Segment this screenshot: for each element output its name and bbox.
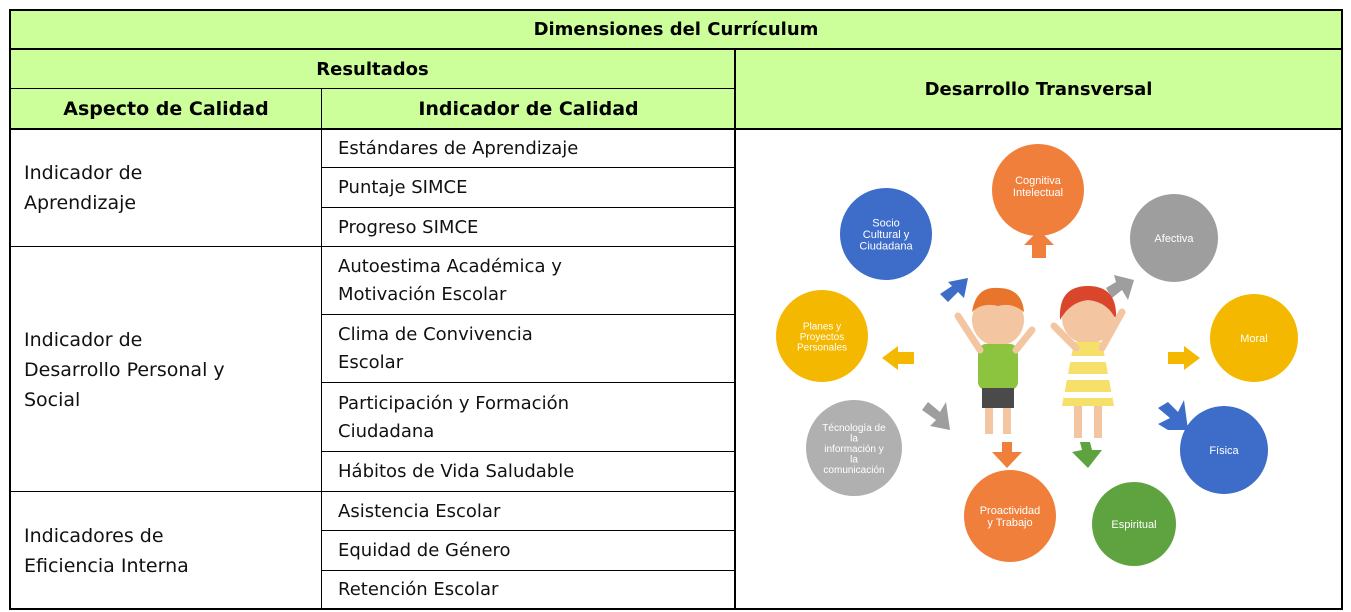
node-label: Afectiva [1154, 233, 1194, 245]
arrow-icon [1168, 346, 1200, 370]
arrow-icon [992, 442, 1022, 468]
table-divider [9, 88, 736, 89]
node-moral: Moral [1210, 294, 1298, 382]
indicator-cell: Autoestima Académica y Motivación Escola… [322, 247, 735, 315]
indicator-label: Participación y Formación Ciudadana [338, 392, 569, 442]
table-divider [322, 570, 735, 571]
table-divider [321, 88, 322, 610]
indicator-label: Asistencia Escolar [338, 500, 501, 522]
aspect-label: Indicadores de Eficiencia Interna [24, 524, 189, 577]
indicator-cell: Clima de Convivencia Escolar [322, 315, 735, 383]
node-label: Física [1209, 445, 1239, 457]
node-fisica: Física [1180, 406, 1268, 494]
arrow-icon [1106, 275, 1134, 300]
table-divider [9, 128, 1343, 130]
table-divider [322, 451, 735, 452]
column-header-transversal: Desarrollo Transversal [735, 49, 1342, 129]
indicator-cell: Estándares de Aprendizaje [322, 129, 735, 168]
aspect-cell: Indicador de Aprendizaje [10, 129, 310, 247]
column-header-indicator: Indicador de Calidad [322, 89, 735, 129]
indicator-label: Clima de Convivencia Escolar [338, 324, 533, 373]
table-border [9, 608, 1343, 610]
aspect-cell: Indicador de Desarrollo Personal y Socia… [10, 247, 310, 492]
node-label: Espiritual [1111, 519, 1156, 531]
column-header-aspect: Aspecto de Calidad [10, 89, 322, 129]
table-divider [322, 382, 735, 383]
node-espiritual: Espiritual [1092, 482, 1176, 566]
table-border [9, 9, 1343, 11]
arrow-icon [1072, 442, 1102, 468]
table-divider [322, 167, 735, 168]
table-divider [9, 491, 736, 492]
table-border [9, 9, 11, 610]
indicator-label: Equidad de Género [338, 540, 511, 561]
arrow-icon [940, 278, 968, 302]
indicator-label: Puntaje SIMCE [338, 177, 468, 198]
indicator-label: Hábitos de Vida Saludable [338, 461, 575, 482]
indicator-label: Autoestima Académica y Motivación Escola… [338, 256, 562, 305]
indicator-label: Estándares de Aprendizaje [338, 137, 579, 159]
table-divider [322, 207, 735, 208]
indicator-label: Progreso SIMCE [338, 216, 479, 238]
aspect-label: Indicador de Desarrollo Personal y Socia… [24, 328, 225, 411]
table-divider [9, 246, 736, 247]
indicator-cell: Hábitos de Vida Saludable [322, 452, 735, 492]
aspect-label: Indicador de Aprendizaje [24, 162, 143, 214]
table-border [1341, 9, 1343, 610]
arrow-icon [882, 346, 914, 370]
results-header: Resultados [10, 49, 735, 89]
table-title: Dimensiones del Currículum [10, 10, 1342, 49]
node-afectiva: Afectiva [1130, 194, 1218, 282]
node-label: Moral [1240, 333, 1268, 345]
indicator-cell: Asistencia Escolar [322, 492, 735, 531]
table-divider [322, 530, 735, 531]
children-illustration-icon [954, 286, 1126, 438]
indicator-cell: Puntaje SIMCE [322, 168, 735, 208]
indicator-cell: Participación y Formación Ciudadana [322, 383, 735, 452]
indicator-cell: Progreso SIMCE [322, 208, 735, 247]
indicator-cell: Retención Escolar [322, 571, 735, 609]
table-divider [734, 48, 736, 610]
arrow-icon [922, 402, 950, 430]
arrow-icon [1024, 230, 1054, 258]
table-divider [9, 48, 1343, 50]
arrow-icon [1158, 400, 1188, 430]
indicator-cell: Equidad de Género [322, 531, 735, 571]
aspect-cell: Indicadores de Eficiencia Interna [10, 492, 310, 609]
indicator-label: Retención Escolar [338, 579, 499, 600]
table-divider [322, 314, 735, 315]
